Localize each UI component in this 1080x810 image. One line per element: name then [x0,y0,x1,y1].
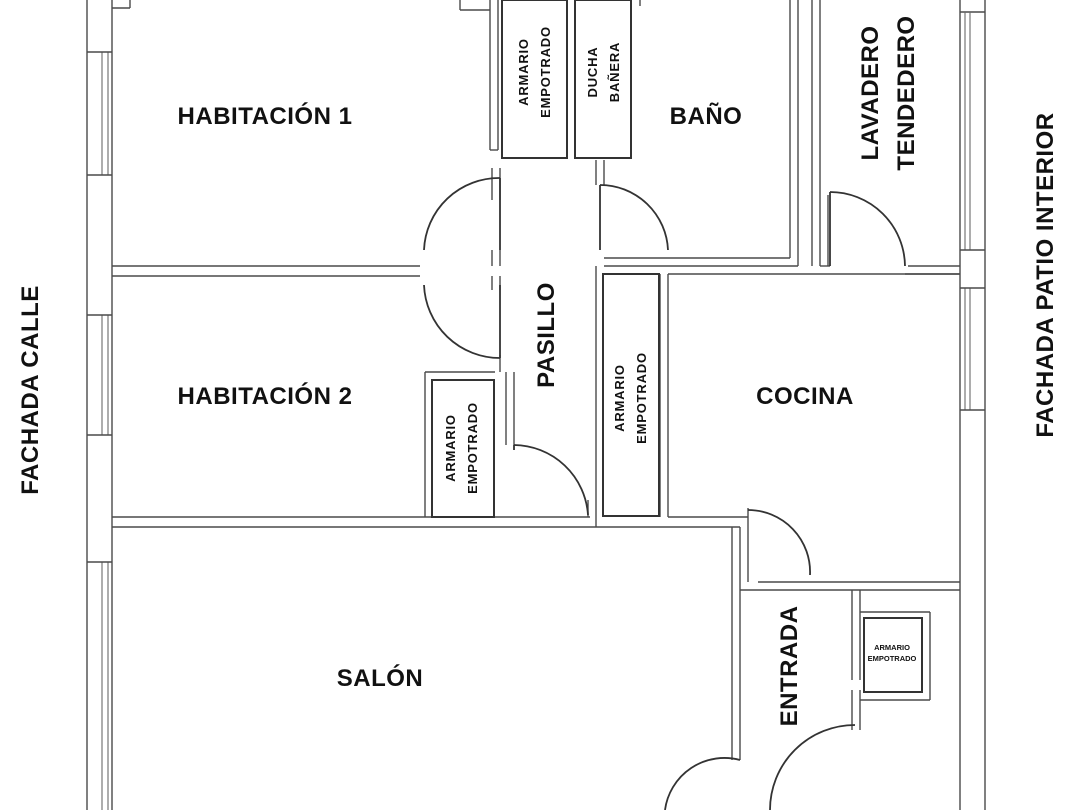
lavadero-walls [811,0,986,810]
closet-label-armario: ARMARIO [874,643,910,652]
facade-label-patio: FACHADA PATIO INTERIOR [1032,112,1059,437]
facade-label-calle: FACHADA CALLE [17,285,44,495]
entrada-walls [731,527,931,760]
room-label-pasillo: PASILLO [533,282,560,388]
shower-label-ducha: DUCHA [585,47,600,98]
closet-habitacion-2 [431,379,495,518]
closet-label-habitacion-2: ARMARIO EMPOTRADO [443,402,480,494]
room-label-bano: BAÑO [670,102,743,130]
wall-hab1-right [112,0,501,266]
shower-label-banera: BAÑERA [607,42,622,102]
closet-habitacion-1 [501,0,568,159]
closet-label-empotrado: EMPOTRADO [465,402,480,494]
door-habitacion-2 [423,284,501,359]
room-label-habitacion-1: HABITACIÓN 1 [178,102,353,130]
closet-habitacion-2-frame [424,371,495,517]
room-label-entrada: ENTRADA [776,606,803,727]
closet-label-empotrado: EMPOTRADO [634,352,649,444]
closet-label-armario: ARMARIO [612,364,627,432]
closet-label-empotrado: EMPOTRADO [868,654,917,663]
door-bano [599,184,669,251]
room-label-cocina: COCINA [756,383,854,410]
window-habitacion-2 [87,314,112,436]
closet-label-armario: ARMARIO [516,38,531,106]
bathroom-walls [595,0,799,267]
exterior-wall-left [86,0,113,810]
closet-label-entrada: ARMARIO EMPOTRADO [868,643,917,663]
wall-hab1-hab2 [112,265,420,277]
window-habitacion-1 [87,51,112,176]
closet-label-armario: ARMARIO [443,414,458,482]
closet-label-empotrado: EMPOTRADO [538,26,553,118]
door-cocina [747,509,811,576]
room-label-salon: SALÓN [337,664,424,692]
wall-hab2-salon [112,516,740,528]
room-label-lavadero: LAVADERO [857,25,884,160]
shower-bathtub [574,0,632,159]
room-label-habitacion-2: HABITACIÓN 2 [178,382,353,410]
closet-entrada [863,617,923,693]
kitchen-walls [659,273,960,591]
window-salon [87,561,112,810]
room-label-tendedero: TENDEDERO [893,15,920,170]
closet-label-pasillo: ARMARIO EMPOTRADO [612,352,649,444]
door-entrada [664,724,856,810]
shower-label: DUCHA BAÑERA [585,42,622,102]
window-cocina [960,287,985,411]
closet-pasillo [602,273,660,517]
window-lavadero [960,12,985,251]
door-habitacion-1 [423,177,501,251]
door-salon [513,444,589,516]
closet-label-habitacion-1: ARMARIO EMPOTRADO [516,26,553,118]
door-lavadero [829,191,906,267]
